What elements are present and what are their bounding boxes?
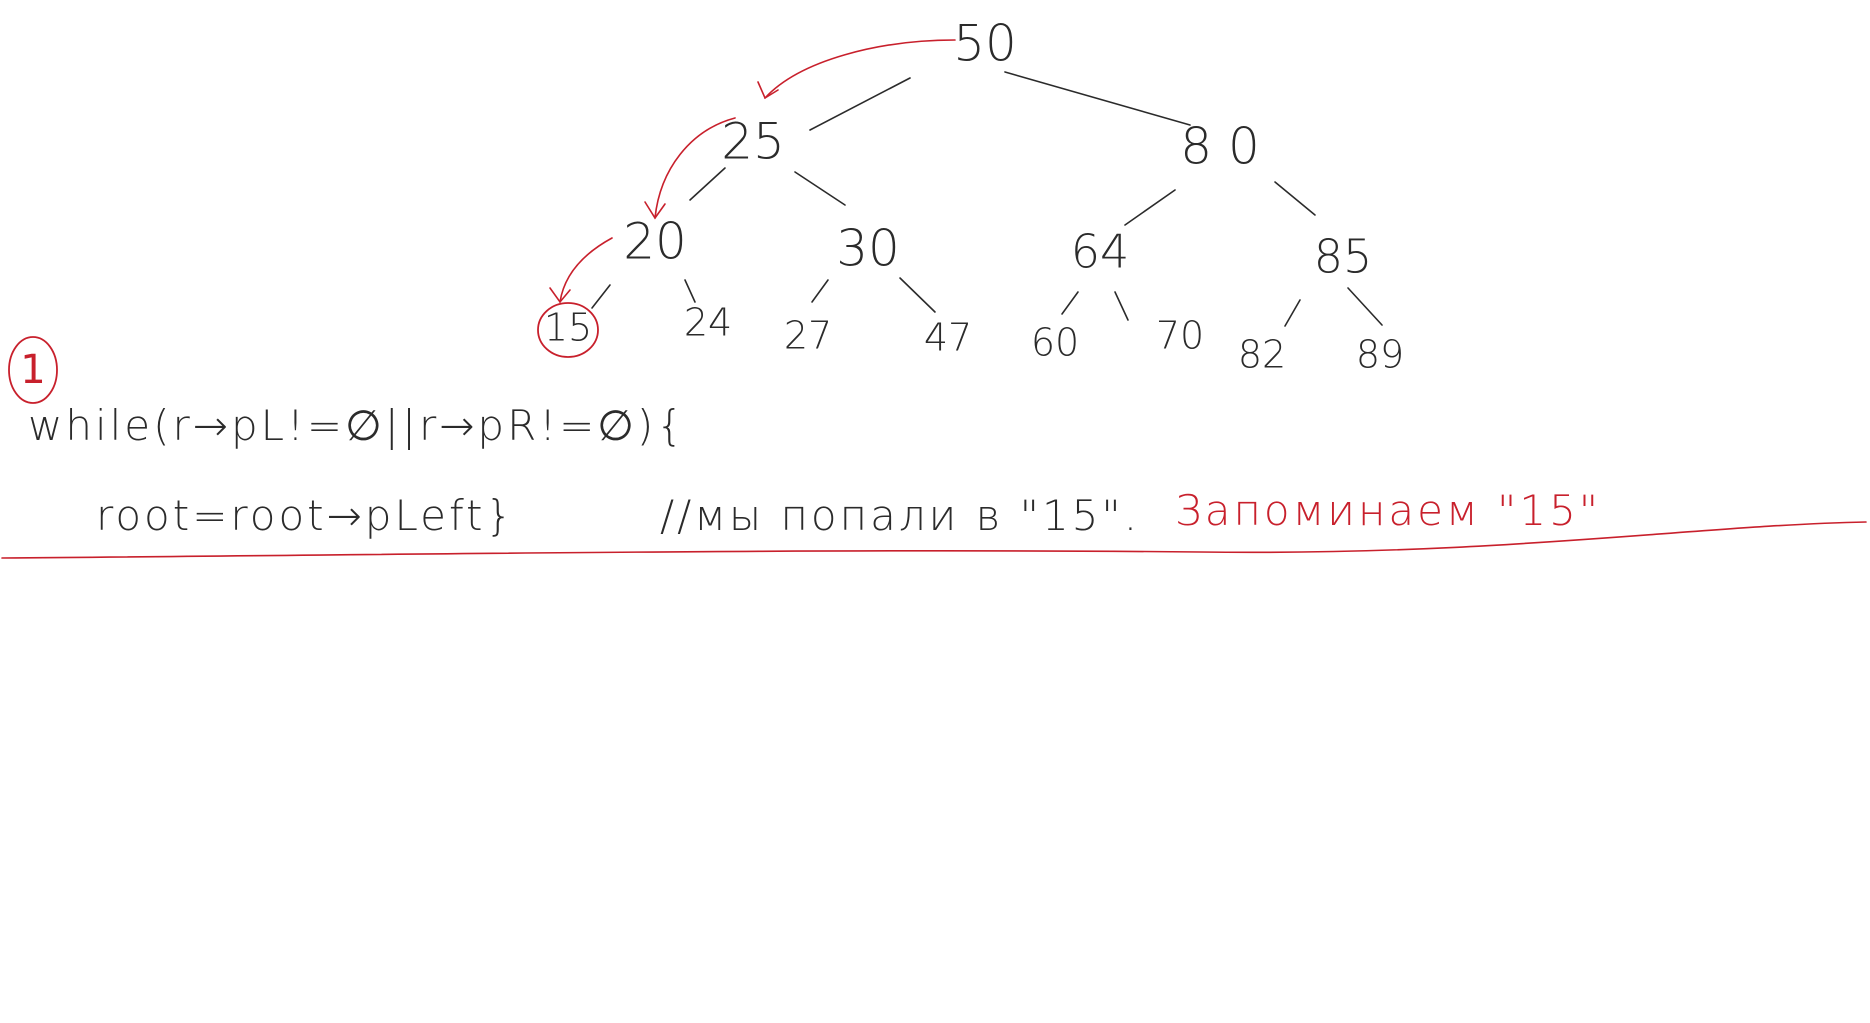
tree-node-64: 64 xyxy=(1071,225,1130,279)
code-line-assign: root=root→pLeft} xyxy=(96,491,515,540)
code-comment: //мы попали в "15". xyxy=(660,491,1140,540)
step-number: 1 xyxy=(20,347,45,393)
tree-edge-80-64 xyxy=(1124,189,1176,226)
tree-edge-64-60 xyxy=(1061,291,1079,315)
tree-node-27: 27 xyxy=(784,314,832,358)
tree-node-50: 50 xyxy=(953,15,1017,73)
tree-edge-30-47 xyxy=(899,277,936,313)
tree-node-85: 85 xyxy=(1314,230,1373,284)
tree-node-70: 70 xyxy=(1156,314,1204,358)
tree-edge-25-30 xyxy=(794,171,846,206)
tree-edge-25-20 xyxy=(689,167,726,201)
red-separator-line xyxy=(1,521,1867,559)
arrowhead-20-15 xyxy=(549,287,571,304)
tree-node-60: 60 xyxy=(1031,321,1079,365)
tree-edge-20-24 xyxy=(684,279,696,303)
tree-node-82: 82 xyxy=(1238,333,1286,377)
tree-node-80: 8 0 xyxy=(1180,118,1260,176)
tree-node-25: 25 xyxy=(721,113,785,171)
tree-edge-20-15 xyxy=(591,284,611,309)
highlighted-node-circle xyxy=(537,302,599,358)
code-remember-note: Запоминаем "15" xyxy=(1175,486,1601,535)
arrowhead-50-25 xyxy=(757,81,779,100)
tree-node-89: 89 xyxy=(1356,333,1404,377)
tree-edges xyxy=(591,71,1383,327)
tree-node-24: 24 xyxy=(684,301,732,345)
tree-node-15: 15 xyxy=(544,306,592,350)
traversal-path-arrows xyxy=(549,39,956,304)
tree-edge-50-80 xyxy=(1004,71,1191,126)
tree-edge-85-82 xyxy=(1284,299,1301,327)
tree-edge-50-25 xyxy=(809,77,911,131)
tree-node-47: 47 xyxy=(924,316,972,360)
tree-edge-85-89 xyxy=(1347,287,1383,326)
tree-node-30: 30 xyxy=(836,220,900,278)
path-arrow-25-20 xyxy=(654,117,736,219)
tree-nodes: 50 25 8 0 20 30 64 85 15 24 27 47 60 70 82 89 xyxy=(537,15,1404,377)
tree-edge-30-27 xyxy=(811,279,829,303)
tree-edge-64-70 xyxy=(1114,291,1129,321)
path-arrow-50-25 xyxy=(764,39,956,99)
code-line-while: while(r→pL!=∅||r→pR!=∅){ xyxy=(28,401,686,450)
tree-node-20: 20 xyxy=(623,213,687,271)
path-arrow-20-15 xyxy=(559,237,613,303)
tree-edge-80-85 xyxy=(1274,181,1316,216)
step-number-circle xyxy=(8,336,58,404)
arrowhead-25-20 xyxy=(644,201,666,220)
